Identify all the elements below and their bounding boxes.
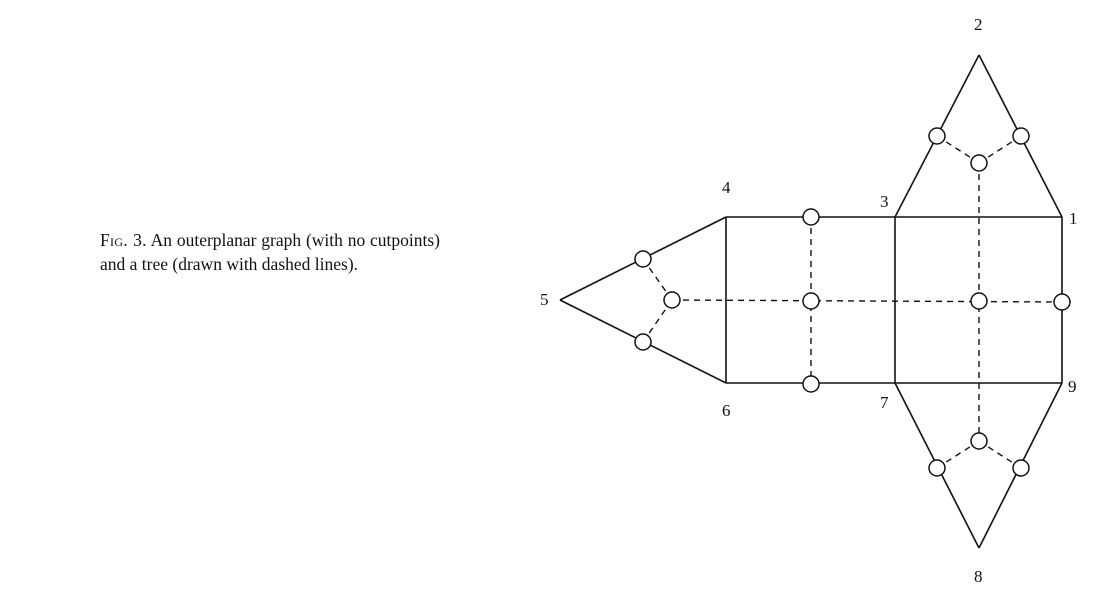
tree-node [802,375,820,393]
vertex-label-2: 2 [974,15,983,34]
tree-edge-triangle-left [642,299,673,343]
tree-edge-triangle-left [642,258,673,301]
tree-edge-triangle-bottom [978,440,1022,469]
vertex-label-3: 3 [880,192,889,211]
tree-node [1012,127,1030,145]
vertex-label-7: 7 [880,393,889,412]
vertex-label-8: 8 [974,567,983,586]
tree-dashed-edges [642,135,1063,469]
vertex-label-1: 1 [1069,209,1078,228]
tree-node [802,208,820,226]
vertex-label-5: 5 [540,290,549,309]
tree-node [970,292,988,310]
tree-edge-horizontal [671,299,1063,303]
figure-caption: Fig. 3. An outerplanar graph (with no cu… [100,228,440,276]
vertex-label-9: 9 [1068,377,1077,396]
tree-node [970,432,988,450]
tree-node [634,333,652,351]
vertex-label-4: 4 [722,178,731,197]
tree-edge-triangle-top [978,135,1022,164]
tree-node [663,291,681,309]
tree-edge-triangle-top [936,135,980,164]
tree-node [970,154,988,172]
vertex-labels: 1 2 3 4 5 6 7 8 9 [540,15,1078,586]
caption-text: An outerplanar graph (with no cutpoints)… [100,230,440,274]
tree-node [634,250,652,268]
tree-edge-triangle-bottom [936,440,980,469]
vertex-label-6: 6 [722,401,731,420]
tree-node [1012,459,1030,477]
tree-node [1053,293,1071,311]
tree-node [802,292,820,310]
tree-nodes [634,127,1071,477]
caption-figure-label: Fig. 3. [100,230,147,250]
tree-node [928,459,946,477]
tree-node [928,127,946,145]
